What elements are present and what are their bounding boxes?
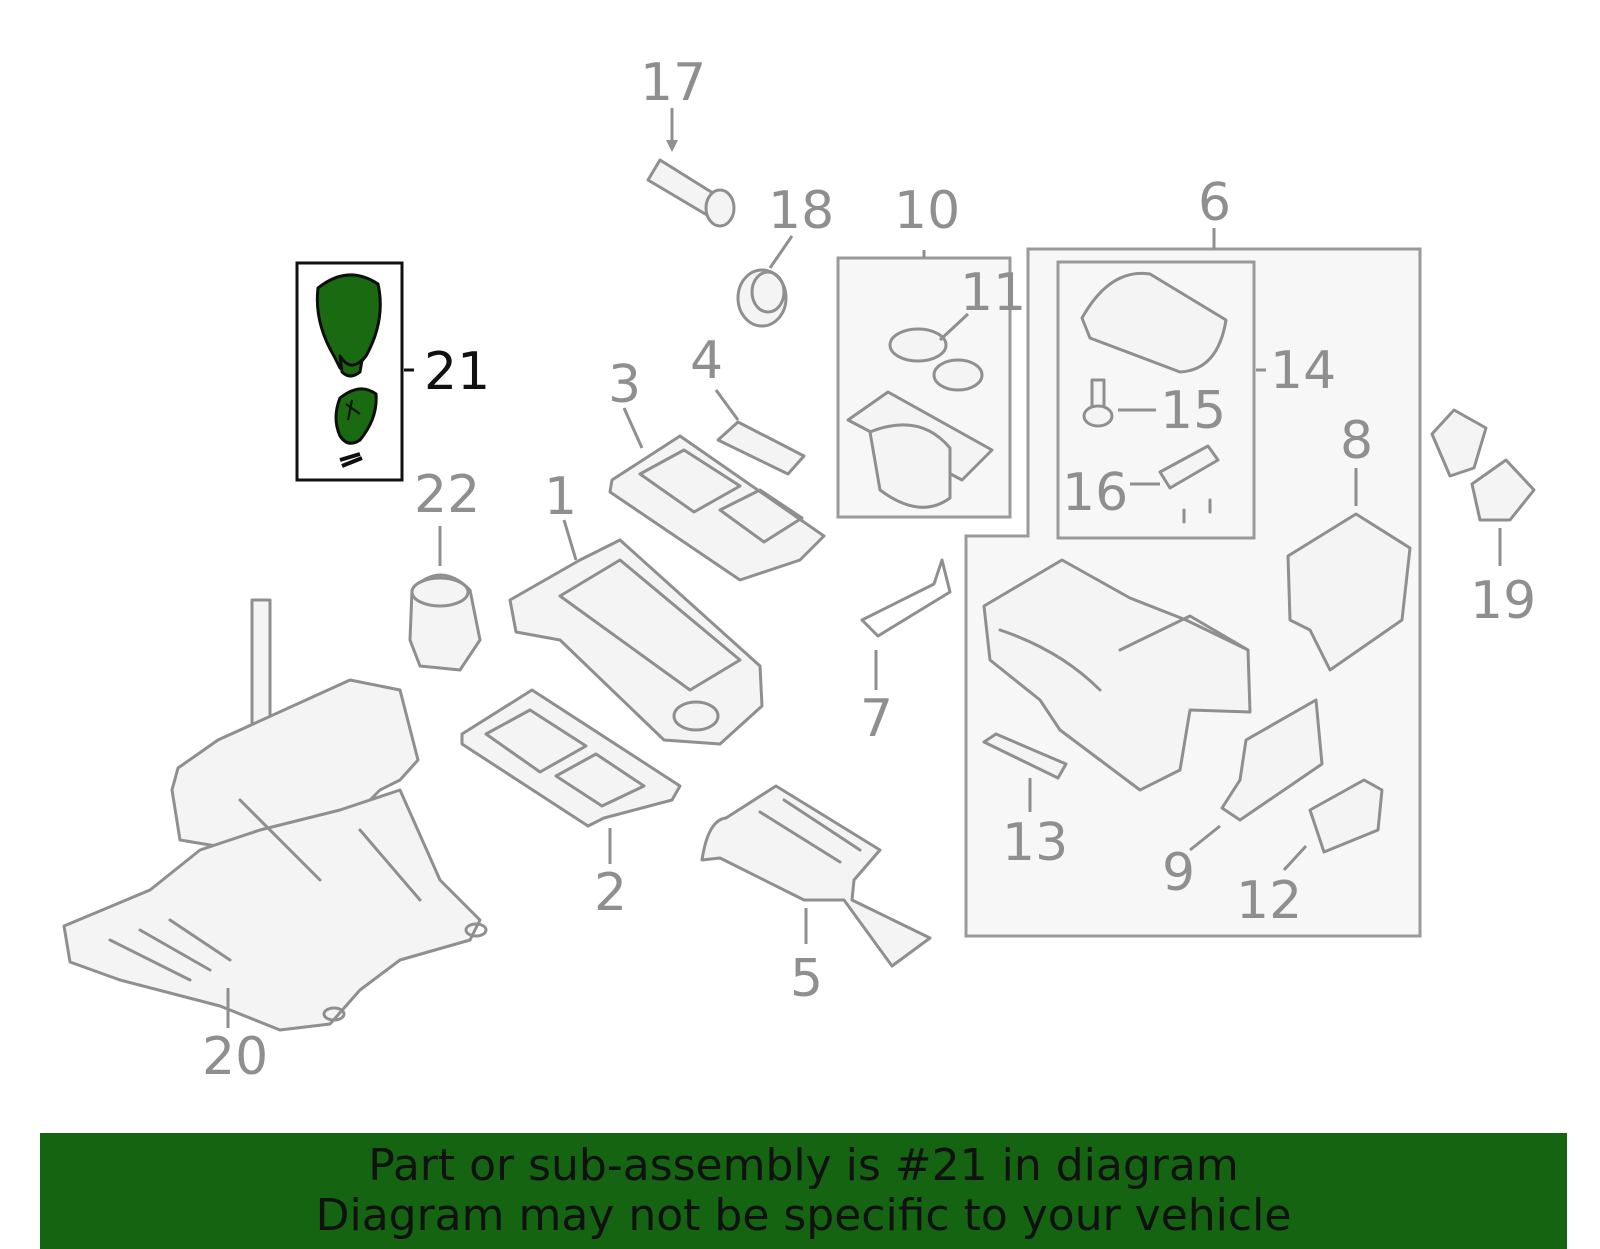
callout-6: 6	[1198, 173, 1231, 233]
callout-3: 3	[608, 355, 641, 415]
banner-line-2: Diagram may not be specific to your vehi…	[315, 1190, 1292, 1241]
info-banner: Part or sub-assembly is #21 in diagram D…	[40, 1133, 1567, 1249]
callout-11: 11	[960, 263, 1026, 323]
callout-1: 1	[544, 467, 577, 527]
part-3-trim-panel	[608, 407, 826, 582]
callout-10: 10	[894, 181, 960, 241]
part-4-pad	[714, 389, 806, 476]
callout-18: 18	[768, 181, 834, 241]
part-19-switch	[1430, 408, 1536, 566]
part-22-solenoid	[408, 526, 482, 672]
part-12-bin	[1282, 778, 1384, 872]
part-6-console	[982, 558, 1252, 792]
callout-21: 21	[424, 342, 490, 402]
callout-12: 12	[1236, 871, 1302, 931]
part-1-console-body	[508, 519, 764, 746]
callout-9: 9	[1162, 843, 1195, 903]
callout-16: 16	[1062, 463, 1128, 523]
callout-15: 15	[1160, 381, 1226, 441]
part-16-latch	[1130, 444, 1220, 524]
part-8-bracket	[1286, 468, 1412, 672]
callout-14: 14	[1270, 341, 1336, 401]
callout-8: 8	[1340, 411, 1373, 471]
part-13-pad	[982, 732, 1068, 812]
callout-4: 4	[690, 331, 723, 391]
callout-5: 5	[790, 949, 823, 1009]
part-15-bolt	[1082, 378, 1156, 428]
part-5-bezel	[700, 784, 932, 968]
part-9-trim	[1189, 698, 1324, 852]
part-10-cup-holder	[846, 250, 994, 509]
callout-2: 2	[594, 863, 627, 923]
callout-17: 17	[640, 53, 706, 113]
part-18-ring	[736, 235, 794, 328]
part-2-tray	[460, 688, 682, 864]
callout-7: 7	[860, 689, 893, 749]
callout-20: 20	[202, 1027, 268, 1087]
callout-13: 13	[1002, 813, 1068, 873]
part-17-socket	[646, 108, 736, 228]
part-14-lid	[1080, 271, 1266, 374]
callout-22: 22	[414, 465, 480, 525]
banner-line-1: Part or sub-assembly is #21 in diagram	[368, 1140, 1239, 1191]
part-20-shifter-assembly	[62, 598, 488, 1032]
part-21-shift-knob[interactable]	[315, 273, 382, 468]
callout-19: 19	[1470, 571, 1536, 631]
part-7-bracket	[860, 558, 952, 690]
